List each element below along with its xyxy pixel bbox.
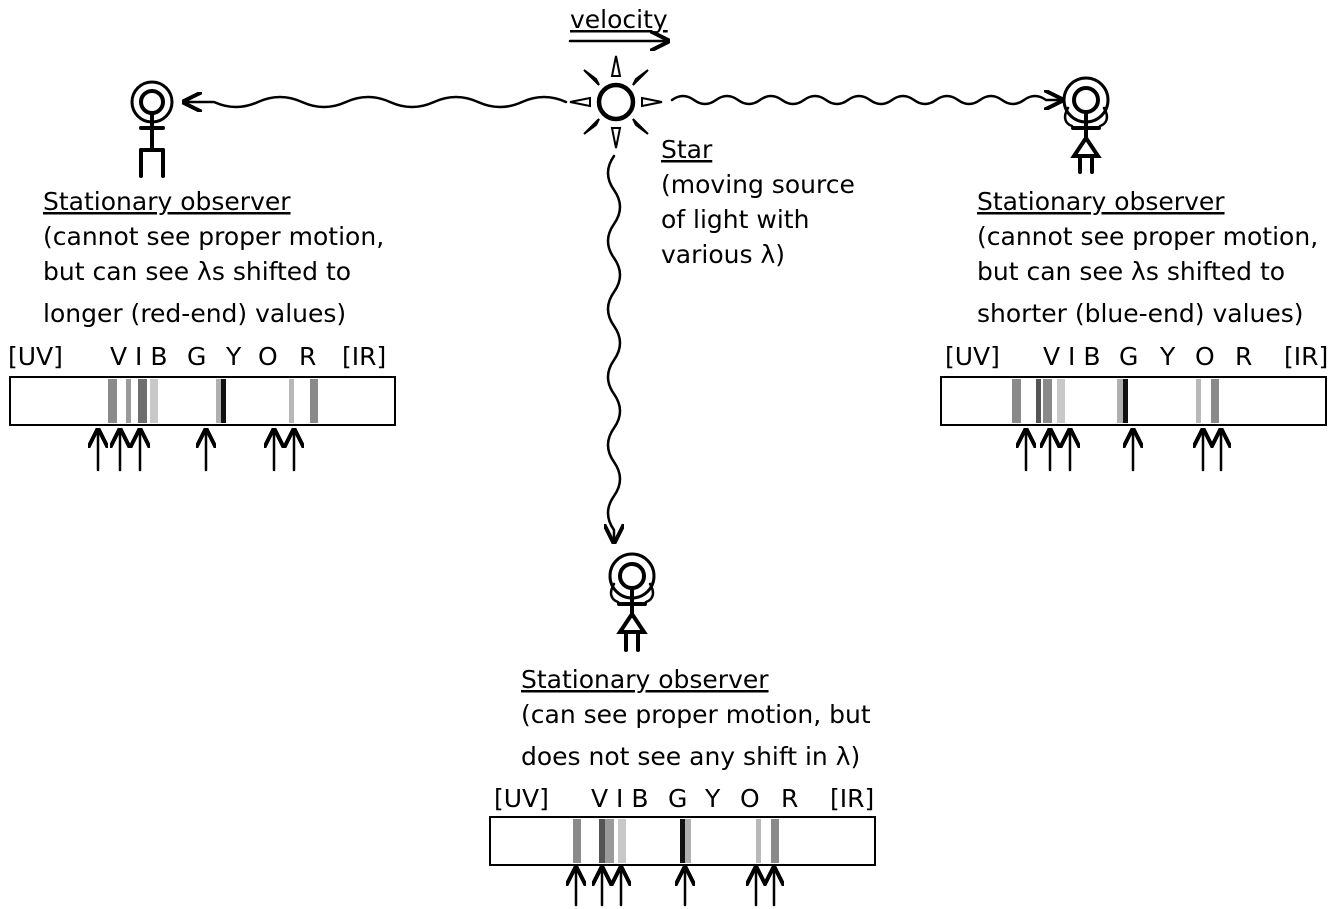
absorption-line (310, 379, 318, 423)
spectrum-label-uv: [UV] (945, 342, 1000, 371)
observer-left-desc: but can see λs shifted to (43, 257, 351, 286)
spectrum-bottom: [UV] V I B G Y O R [IR] (489, 784, 876, 907)
star-desc-line: of light with (661, 205, 809, 234)
velocity-label: velocity (570, 5, 668, 34)
absorption-line (771, 819, 779, 863)
absorption-line (605, 819, 614, 863)
spectrum-label-y: Y (225, 342, 242, 371)
observer-bottom-title: Stationary observer (521, 665, 769, 694)
spectrum-label-vib: V I B (591, 784, 649, 813)
spectrum-label-g: G (1119, 342, 1138, 371)
spectrum-left: [UV] V I B G Y O R [IR] (8, 342, 396, 472)
observer-bottom-icon (608, 552, 656, 652)
observer-bottom-desc: (can see proper motion, but (521, 700, 871, 729)
star-icon (569, 55, 663, 149)
spectrum-label-uv: [UV] (494, 784, 549, 813)
absorption-line (1196, 379, 1201, 423)
spectrum-strip (489, 816, 876, 866)
spectrum-label-o: O (258, 342, 278, 371)
absorption-line (108, 379, 117, 423)
spectrum-label-o: O (740, 784, 760, 813)
absorption-line (126, 379, 131, 423)
spectrum-label-vib: V I B (110, 342, 168, 371)
observer-right-desc: (cannot see proper motion, (977, 222, 1318, 251)
absorption-line (1211, 379, 1219, 423)
absorption-line (1057, 379, 1065, 423)
absorption-line (680, 819, 685, 863)
absorption-line (1012, 379, 1021, 423)
observer-right-desc: but can see λs shifted to (977, 257, 1285, 286)
observer-left-desc: (cannot see proper motion, (43, 222, 384, 251)
absorption-line (1043, 379, 1052, 423)
spectrum-label-y: Y (1159, 342, 1176, 371)
spectrum-label-r: R (1235, 342, 1252, 371)
spectrum-strip (9, 376, 396, 426)
spectrum-label-g: G (668, 784, 687, 813)
spectrum-label-ir: [IR] (342, 342, 386, 371)
star-desc-line: (moving source (661, 170, 855, 199)
light-wave-right (670, 96, 1060, 104)
observer-right-icon (1062, 76, 1110, 174)
spectrum-label-ir: [IR] (830, 784, 874, 813)
light-wave-left (186, 97, 568, 107)
absorption-line (685, 819, 691, 863)
star-desc-line: various λ) (661, 240, 785, 269)
spectrum-right: [UV] V I B G Y O R [IR] (940, 342, 1328, 472)
spectrum-label-r: R (781, 784, 798, 813)
absorption-line (756, 819, 761, 863)
absorption-line (1123, 379, 1128, 423)
spectrum-label-o: O (1195, 342, 1215, 371)
spectrum-label-y: Y (704, 784, 721, 813)
observer-bottom-desc: does not see any shift in λ) (521, 742, 860, 771)
absorption-line (1036, 379, 1041, 423)
absorption-line (289, 379, 294, 423)
observer-left-icon (130, 80, 174, 178)
spectrum-label-uv: [UV] (8, 342, 63, 371)
spectrum-label-g: G (187, 342, 206, 371)
star-title: Star (661, 135, 713, 164)
observer-right-title: Stationary observer (977, 187, 1225, 216)
light-wave-down (608, 154, 620, 540)
spectrum-label-ir: [IR] (1284, 342, 1328, 371)
absorption-line (216, 379, 221, 423)
absorption-line (1117, 379, 1123, 423)
absorption-line (221, 379, 226, 423)
absorption-line (618, 819, 626, 863)
observer-left-desc: longer (red-end) values) (43, 299, 346, 328)
absorption-line (599, 819, 605, 863)
observer-left-title: Stationary observer (43, 187, 291, 216)
absorption-line (573, 819, 581, 863)
absorption-line (138, 379, 147, 423)
spectrum-label-r: R (299, 342, 316, 371)
spectrum-strip (940, 376, 1327, 426)
spectrum-label-vib: V I B (1043, 342, 1101, 371)
absorption-line (150, 379, 158, 423)
observer-right-desc: shorter (blue-end) values) (977, 299, 1304, 328)
